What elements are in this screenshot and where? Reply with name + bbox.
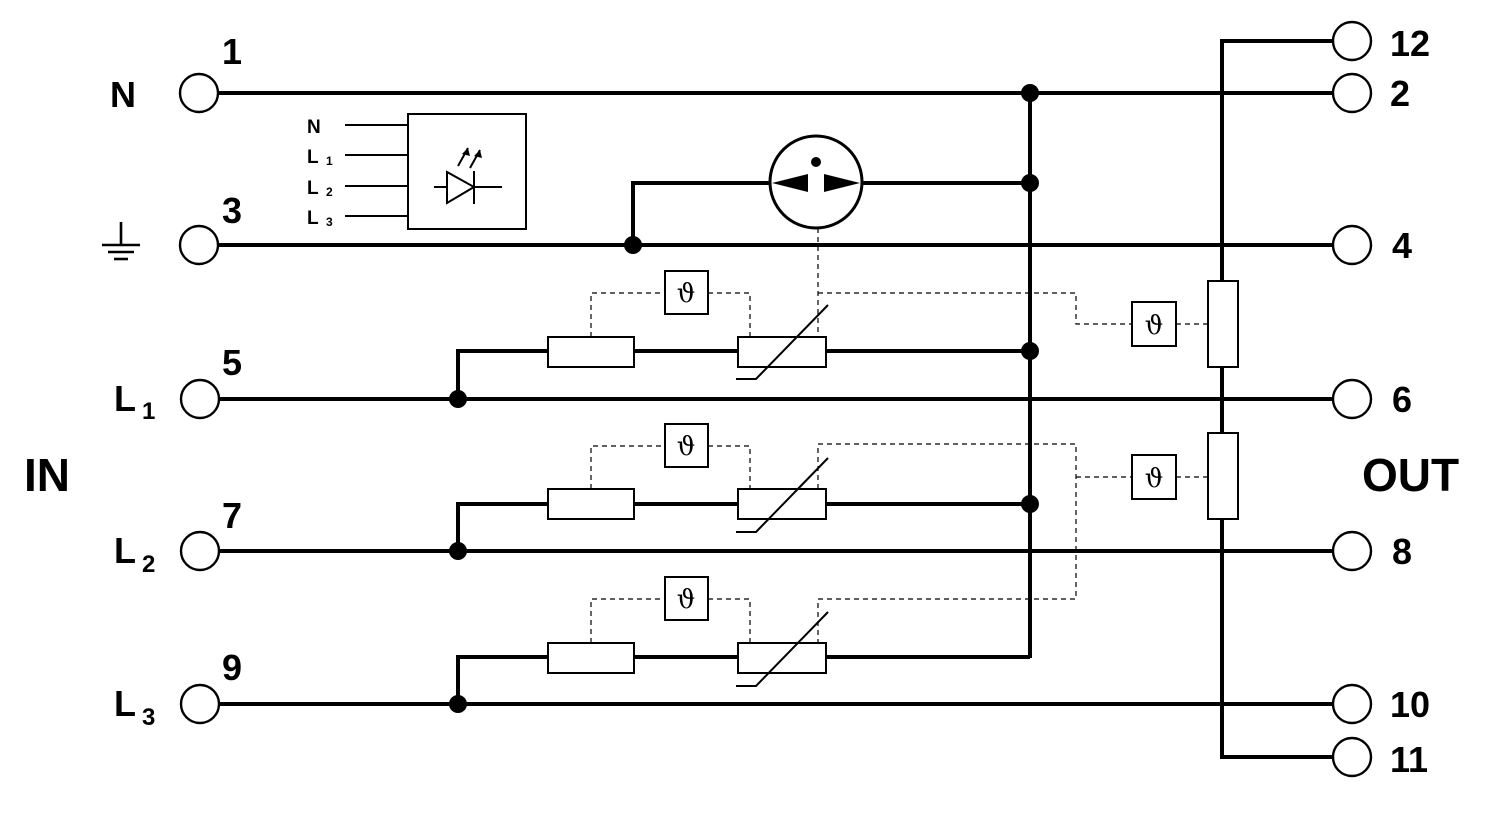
fuse-icon <box>547 488 635 520</box>
terminal-4 <box>1331 224 1373 266</box>
terminal-number-10: 10 <box>1390 684 1430 725</box>
terminal-1 <box>178 72 220 114</box>
junction-dot <box>1021 84 1039 102</box>
led-label-l1: L <box>307 147 319 168</box>
label-in: IN <box>24 449 70 501</box>
thermal-link-l2 <box>708 445 751 489</box>
led-label-n: N <box>307 117 321 138</box>
label-l1: L <box>114 378 136 419</box>
label-l2-sub: 2 <box>142 551 155 578</box>
thermal-link-l3 <box>590 598 665 643</box>
junction-dot <box>449 695 467 713</box>
thermal-link-l1 <box>590 292 665 337</box>
terminal-number-4: 4 <box>1392 225 1412 266</box>
contact-fuse-icon <box>1207 432 1239 520</box>
thermal-link-l1 <box>708 292 751 337</box>
label-l3: L <box>114 683 136 724</box>
terminal-7 <box>179 530 221 572</box>
terminal-number-8: 8 <box>1392 531 1412 572</box>
thermal-link-l2 <box>590 445 665 489</box>
spark-gap-icon <box>768 134 864 230</box>
varistor-icon <box>737 336 827 368</box>
led-label-l3: L <box>307 208 319 229</box>
junction-dot <box>449 390 467 408</box>
svg-text:ϑ: ϑ <box>1145 464 1164 494</box>
label-l2: L <box>114 530 136 571</box>
terminal-number-11: 11 <box>1390 739 1428 780</box>
terminal-8 <box>1331 530 1373 572</box>
junction-dot <box>1021 342 1039 360</box>
fuse-icon <box>547 642 635 674</box>
signal-link-lower <box>817 443 1077 643</box>
thermal-link-l3 <box>708 598 751 643</box>
varistor-diagonal <box>736 457 829 533</box>
terminal-3 <box>178 224 220 266</box>
label-l3-sub: 3 <box>142 704 155 731</box>
varistor-diagonal <box>736 304 829 380</box>
led-label-l2: L <box>307 178 319 199</box>
terminal-number-5: 5 <box>222 342 242 383</box>
thermal-fuse-icon: ϑ <box>664 270 709 315</box>
remote-contact-wire <box>1220 39 1335 759</box>
label-n: N <box>110 74 136 115</box>
terminal-number-9: 9 <box>222 647 242 688</box>
terminal-5 <box>179 378 221 420</box>
spark-gap-wire-left <box>631 181 772 245</box>
varistor-diagonal <box>736 611 829 687</box>
branch-l3 <box>456 655 1030 704</box>
label-out: OUT <box>1362 449 1459 501</box>
led-diode-icon <box>434 147 502 205</box>
fuse-icon <box>547 336 635 368</box>
terminal-2 <box>1331 72 1373 114</box>
led-label-l2-sub: 2 <box>326 185 333 199</box>
led-label-l3-sub: 3 <box>326 215 333 229</box>
terminal-number-2: 2 <box>1390 73 1410 114</box>
junction-dot <box>1021 174 1039 192</box>
thermal-fuse-icon: ϑ <box>664 423 709 468</box>
branch-l1 <box>456 349 1030 399</box>
terminal-6 <box>1331 378 1373 420</box>
terminal-number-6: 6 <box>1392 379 1412 420</box>
ground-icon <box>102 222 140 261</box>
terminal-10 <box>1331 683 1373 725</box>
junction-dot <box>624 236 642 254</box>
terminal-number-3: 3 <box>222 190 242 231</box>
terminal-12 <box>1331 20 1373 62</box>
svg-text:ϑ: ϑ <box>1145 311 1164 341</box>
terminal-number-7: 7 <box>222 495 242 536</box>
signal-link-upper <box>818 292 1132 325</box>
terminal-9 <box>179 683 221 725</box>
thermal-fuse-icon: ϑ <box>664 576 709 621</box>
thermal-fuse-icon: ϑ <box>1131 301 1177 347</box>
svg-text:ϑ: ϑ <box>677 279 696 309</box>
led-indicator-box <box>345 113 527 230</box>
led-label-l1-sub: 1 <box>326 154 333 168</box>
svg-text:ϑ: ϑ <box>677 585 696 615</box>
junction-dot <box>1021 495 1039 513</box>
junction-dot <box>449 542 467 560</box>
svg-text:ϑ: ϑ <box>677 432 696 462</box>
thermal-fuse-icon: ϑ <box>1131 454 1177 500</box>
contact-fuse-icon <box>1207 280 1239 368</box>
terminal-number-12: 12 <box>1390 23 1430 64</box>
terminal-number-1: 1 <box>222 31 242 72</box>
label-l1-sub: 1 <box>142 398 155 425</box>
branch-l2 <box>456 502 1030 551</box>
terminal-11 <box>1331 736 1373 778</box>
